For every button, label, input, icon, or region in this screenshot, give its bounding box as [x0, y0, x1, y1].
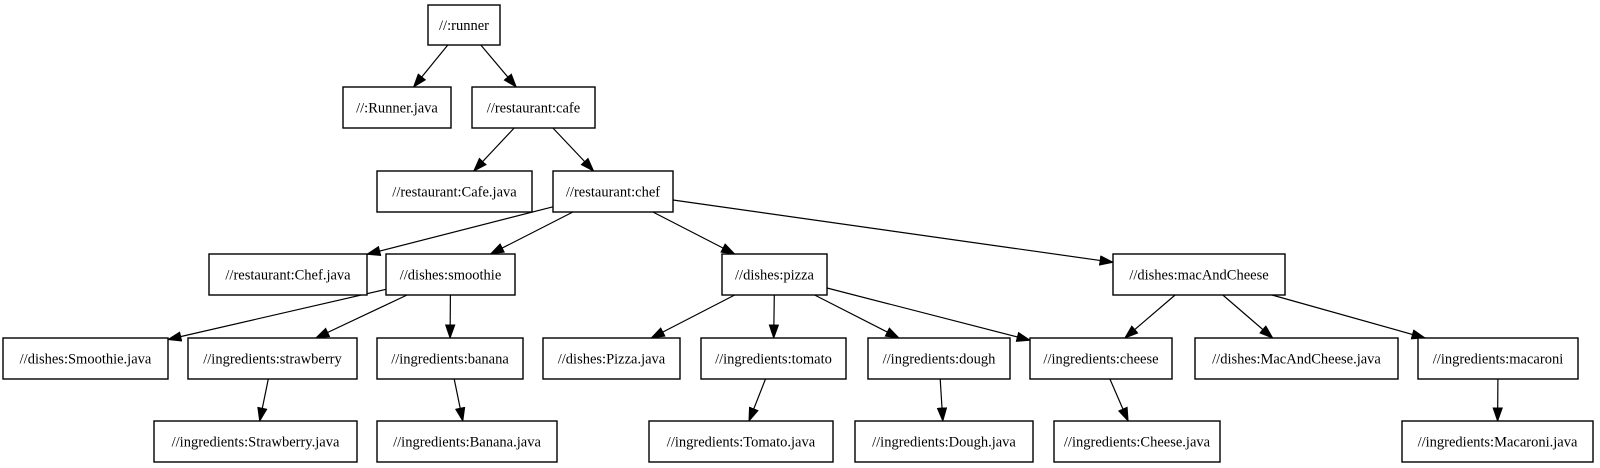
graph-edge-runner-to-runner-java	[412, 44, 449, 89]
node-box	[385, 253, 516, 296]
node-label: //restaurant:Chef.java	[225, 268, 351, 284]
node-label: //:Runner.java	[356, 101, 438, 117]
node-label: //dishes:Smoothie.java	[20, 352, 152, 368]
graph-node-chef-java: //restaurant:Chef.java	[208, 253, 368, 296]
node-box	[1401, 420, 1594, 463]
node-box	[721, 253, 828, 296]
node-box	[867, 337, 1011, 380]
graph-edge-pizza-to-tomato	[768, 294, 780, 340]
graph-edge-dough-to-dough-java	[936, 378, 948, 423]
node-box	[153, 420, 358, 463]
graph-node-macaroni-java: //ingredients:Macaroni.java	[1401, 420, 1594, 463]
graph-node-cheese-java: //ingredients:Cheese.java	[1053, 420, 1221, 463]
graph-node-pizza-java: //dishes:Pizza.java	[542, 337, 681, 380]
node-box	[376, 337, 524, 380]
node-box	[342, 86, 452, 129]
graph-node-banana: //ingredients:banana	[376, 337, 524, 380]
graph-node-cafe-java: //restaurant:Cafe.java	[376, 170, 533, 213]
node-box	[552, 170, 674, 213]
node-label: //ingredients:Tomato.java	[667, 435, 816, 451]
node-box	[1194, 337, 1399, 380]
graph-edge-chef-to-macandcheese	[672, 199, 1115, 266]
graph-node-strawberry-java: //ingredients:Strawberry.java	[153, 420, 358, 463]
graph-edge-macandcheese-to-macandcheese-java	[1222, 294, 1274, 339]
graph-node-chef: //restaurant:chef	[552, 170, 674, 213]
node-label: //ingredients:strawberry	[203, 352, 342, 368]
graph-edge-cafe-to-chef	[552, 127, 595, 173]
graph-node-dough: //ingredients:dough	[867, 337, 1011, 380]
graph-edge-runner-to-cafe	[480, 44, 518, 89]
graph-node-tomato-java: //ingredients:Tomato.java	[648, 420, 834, 463]
graph-edge-chef-to-chef-java	[365, 206, 554, 257]
node-label: //ingredients:cheese	[1043, 352, 1158, 368]
graph-edge-chef-to-pizza	[652, 211, 736, 255]
node-label: //ingredients:Strawberry.java	[172, 435, 340, 451]
graph-node-smoothie-java: //dishes:Smoothie.java	[2, 337, 169, 380]
graph-edge-chef-to-smoothie	[489, 211, 574, 255]
graph-node-runner-java: //:Runner.java	[342, 86, 452, 129]
graph-edge-smoothie-to-smoothie-java	[166, 288, 387, 342]
node-box	[542, 337, 681, 380]
node-box	[376, 170, 533, 213]
node-box	[1029, 337, 1173, 380]
node-label: //ingredients:Macaroni.java	[1418, 435, 1578, 451]
graph-node-smoothie: //dishes:smoothie	[385, 253, 516, 296]
graph-node-strawberry: //ingredients:strawberry	[187, 337, 358, 380]
node-box	[700, 337, 847, 380]
node-label: //:runner	[439, 18, 489, 34]
node-label: //ingredients:Banana.java	[393, 435, 541, 451]
graph-edge-pizza-to-cheese	[826, 287, 1032, 342]
node-box	[2, 337, 169, 380]
nodes-layer: //:runner //:Runner.java //restaurant:cafe…	[2, 4, 1594, 463]
graph-edge-pizza-to-pizza-java	[649, 294, 735, 339]
node-box	[1053, 420, 1221, 463]
graph-node-runner: //:runner	[427, 4, 501, 46]
graph-node-cheese: //ingredients:cheese	[1029, 337, 1173, 380]
node-box	[471, 86, 596, 129]
graph-edge-strawberry-to-strawberry-java	[257, 378, 269, 423]
node-label: //ingredients:dough	[883, 352, 997, 368]
graph-edge-macandcheese-to-cheese	[1123, 294, 1176, 339]
graph-node-cafe: //restaurant:cafe	[471, 86, 596, 129]
graph-edge-cafe-to-cafe-java	[472, 127, 515, 173]
graph-node-banana-java: //ingredients:Banana.java	[376, 420, 558, 463]
graph-edge-banana-to-banana-java	[453, 378, 466, 423]
graph-edge-cheese-to-cheese-java	[1109, 378, 1129, 423]
graph-edge-macandcheese-to-macaroni	[1271, 294, 1427, 340]
graph-node-tomato: //ingredients:tomato	[700, 337, 847, 380]
graph-node-macaroni: //ingredients:macaroni	[1417, 337, 1579, 380]
node-label: //ingredients:macaroni	[1433, 352, 1563, 368]
node-label: //ingredients:Cheese.java	[1064, 435, 1211, 451]
graph-edge-tomato-to-tomato-java	[748, 378, 767, 423]
graph-edge-pizza-to-dough	[814, 294, 901, 339]
node-label: //dishes:MacAndCheese.java	[1212, 352, 1381, 368]
node-label: //dishes:smoothie	[400, 268, 502, 284]
node-box	[1112, 253, 1286, 296]
node-box	[1417, 337, 1579, 380]
node-box	[854, 420, 1034, 463]
edges-layer	[166, 44, 1503, 423]
node-label: //ingredients:tomato	[715, 352, 832, 368]
graph-node-macandcheese-java: //dishes:MacAndCheese.java	[1194, 337, 1399, 380]
node-label: //restaurant:cafe	[487, 101, 580, 117]
node-label: //ingredients:Dough.java	[872, 435, 1016, 451]
graph-node-macandcheese: //dishes:macAndCheese	[1112, 253, 1286, 296]
node-label: //restaurant:chef	[566, 185, 660, 201]
graph-node-dough-java: //ingredients:Dough.java	[854, 420, 1034, 463]
node-label: //restaurant:Cafe.java	[392, 185, 517, 201]
graph-node-pizza: //dishes:pizza	[721, 253, 828, 296]
node-box	[376, 420, 558, 463]
node-box	[427, 4, 501, 46]
node-label: //dishes:pizza	[735, 268, 814, 284]
node-box	[208, 253, 368, 296]
node-label: //ingredients:banana	[391, 352, 509, 368]
graph-edge-smoothie-to-strawberry	[314, 294, 408, 339]
node-label: //dishes:Pizza.java	[558, 352, 666, 368]
node-box	[648, 420, 834, 463]
node-label: //dishes:macAndCheese	[1129, 268, 1268, 284]
node-box	[187, 337, 358, 380]
